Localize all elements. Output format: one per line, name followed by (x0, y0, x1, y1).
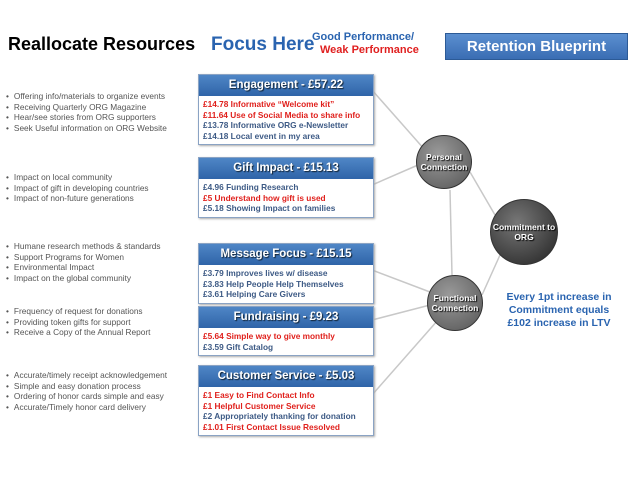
category-item: £5.64 Simple way to give monthly (203, 331, 335, 341)
driver-bullet: Hear/see stories from ORG supporters (6, 112, 167, 123)
focus-heading: Focus Here (211, 34, 315, 55)
retention-blueprint-button[interactable]: Retention Blueprint (445, 33, 628, 60)
driver-bullet: Offering info/materials to organize even… (6, 91, 167, 102)
driver-bullet: Accurate/timely receipt acknowledgement (6, 370, 167, 381)
category-header: Gift Impact - £15.13 (199, 158, 373, 179)
driver-bullets: Accurate/timely receipt acknowledgementS… (6, 370, 167, 412)
category-item: £3.79 Improves lives w/ disease (203, 268, 328, 278)
category-item: £2 Appropriately thanking for donation (203, 411, 356, 422)
category-item: £4.96 Funding Research (203, 182, 299, 192)
category-box: Customer Service - £5.03 £1 Easy to Find … (198, 365, 374, 437)
category-item: £1 Helpful Customer Service (203, 400, 316, 411)
commitment-node: Commitment to ORG (490, 199, 558, 265)
category-item: £11.64 Use of Social Media to share info (203, 109, 361, 120)
driver-bullet: Frequency of request for donations (6, 306, 150, 317)
category-item: £3.61 Helping Care Givers (203, 289, 306, 300)
category-item: £14.78 Informative “Welcome kit” (203, 99, 335, 109)
driver-bullet: Support Programs for Women (6, 252, 161, 263)
category-item: £1.01 First Contact Issue Resolved (203, 421, 340, 432)
category-header: Engagement - £57.22 (199, 75, 373, 96)
category-header: Message Focus - £15.15 (199, 244, 373, 265)
category-item: £13.78 Informative ORG e-Newsletter (203, 120, 349, 131)
driver-bullet: Impact of gift in developing countries (6, 183, 149, 194)
category-box: Fundraising - £9.23 £5.64 Simple way to g… (198, 306, 374, 357)
legend-good: Good Performance/ (312, 31, 415, 43)
category-item: £5.18 Showing Impact on families (203, 203, 336, 214)
driver-bullet: Accurate/Timely honor card delivery (6, 402, 167, 413)
driver-bullet: Humane research methods & standards (6, 241, 161, 252)
driver-bullet: Receiving Quarterly ORG Magazine (6, 102, 167, 113)
category-box: Gift Impact - £15.13 £4.96 Funding Resear… (198, 157, 374, 218)
driver-bullets: Offering info/materials to organize even… (6, 91, 167, 133)
driver-bullet: Simple and easy donation process (6, 381, 167, 392)
ltv-insight: Every 1pt increase in Commitment equals … (506, 291, 612, 329)
category-header: Fundraising - £9.23 (199, 307, 373, 328)
driver-bullets: Impact on local communityImpact of gift … (6, 172, 149, 204)
driver-bullet: Impact of non-future generations (6, 193, 149, 204)
category-item: £1 Easy to Find Contact Info (203, 390, 315, 400)
category-item: £14.18 Local event in my area (203, 130, 320, 141)
category-box: Message Focus - £15.15 £3.79 Improves liv… (198, 243, 374, 304)
legend-weak: Weak Performance (320, 44, 419, 56)
driver-bullets: Frequency of request for donationsProvid… (6, 306, 151, 338)
category-header: Customer Service - £5.03 (199, 366, 373, 387)
category-item: £3.83 Help People Help Themselves (203, 278, 344, 289)
driver-bullet: Ordering of honor cards simple and easy (6, 391, 167, 402)
category-item: £3.59 Gift Catalog (203, 341, 274, 352)
category-item: £5 Understand how gift is used (203, 192, 326, 203)
category-box: Engagement - £57.22 £14.78 Informative “W… (198, 74, 374, 146)
driver-bullet: Impact on the global community (6, 273, 161, 284)
driver-bullet: Seek Useful information on ORG Website (6, 123, 167, 134)
driver-bullet: Impact on local community (6, 172, 149, 183)
personal-connection-node: Personal Connection (416, 135, 472, 189)
driver-bullet: Environmental Impact (6, 262, 161, 273)
functional-connection-node: Functional Connection (427, 275, 483, 331)
driver-bullet: Providing token gifts for support (6, 317, 150, 328)
driver-bullets: Humane research methods & standardsSuppo… (6, 241, 161, 283)
driver-bullet: Receive a Copy of the Annual Report (6, 327, 151, 338)
page-title: Reallocate Resources (8, 34, 196, 54)
